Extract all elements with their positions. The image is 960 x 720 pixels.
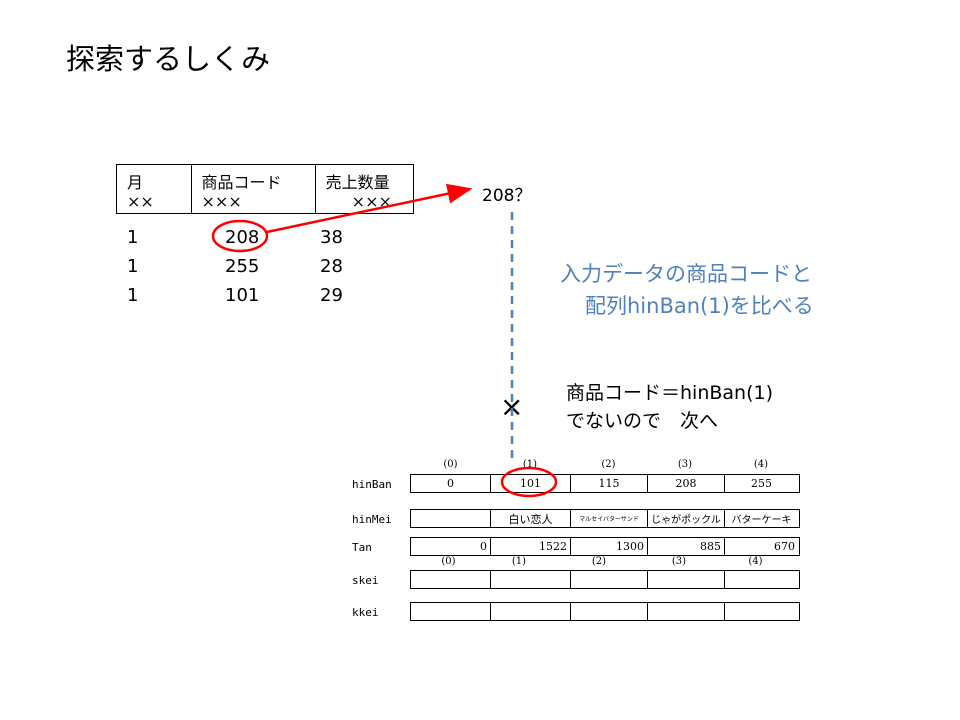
record-value: ××× [351, 192, 392, 211]
array-cell: 101 [491, 475, 571, 492]
array-index: (4) [748, 556, 763, 567]
array-cell: 1522 [491, 538, 571, 555]
page-title: 探索するしくみ [66, 42, 271, 76]
array-cell: 0 [411, 475, 491, 492]
row-qty: 38 [320, 227, 343, 248]
array-cell: 255 [751, 477, 772, 490]
array-index: (3) [677, 459, 693, 470]
array-index: (2) [601, 459, 616, 470]
row-code: 255 [225, 256, 260, 277]
compare-note-line1: 商品コード＝hinBan(1) [566, 382, 773, 404]
array-hinmei: 白い恋人 マルセイバターサンド じゃがポックル バターケーキ [410, 509, 800, 528]
array-kkei [410, 602, 800, 621]
array-hinban: 0 101 115 208 255 [410, 474, 800, 493]
array-cell: 670 [774, 540, 795, 553]
record-layout-table: 月 ×× 商品コード ××× 売上数量 ××× [116, 164, 414, 214]
array-index: (0) [441, 556, 456, 567]
array-label-kkei: kkei [352, 606, 379, 619]
compare-note-line2: でないので 次へ [566, 410, 719, 432]
array-cell: じゃがポックル [648, 510, 725, 527]
array-cell [411, 571, 491, 588]
query-label: 208？ [482, 186, 532, 206]
array-cell [491, 603, 571, 620]
blue-note-line1: 入力データの商品コードと [560, 262, 812, 286]
array-index: (4) [753, 459, 769, 470]
array-cell [491, 571, 571, 588]
row-code: 208 [225, 227, 260, 248]
array-cell: 1300 [571, 538, 648, 555]
record-header: 売上数量 [325, 173, 390, 192]
array-cell [411, 603, 491, 620]
row-qty: 28 [320, 256, 343, 277]
blue-note-line2: 配列hinBan(1)を比べる [585, 294, 814, 318]
record-header: 月 [127, 173, 144, 192]
array-index: (1) [511, 556, 527, 567]
array-indices-bottom: (0) (1) (2) (3) (4) [411, 556, 799, 567]
record-field-qty: 売上数量 ××× [316, 165, 413, 213]
array-cell: マルセイバターサンド [571, 510, 648, 527]
array-label-hinmei: hinMei [352, 513, 392, 526]
array-indices-top: (0) (1) (2) (3) (4) [411, 459, 799, 470]
row-month: 1 [127, 256, 139, 277]
record-value: ××× [201, 192, 242, 211]
array-tan: 0 1522 1300 885 670 [410, 537, 800, 556]
array-skei [410, 570, 800, 589]
array-cell [648, 603, 725, 620]
array-index: (1) [522, 459, 538, 470]
array-cell: 白い恋人 [491, 510, 571, 527]
array-index: (3) [671, 556, 687, 567]
row-qty: 29 [320, 285, 343, 306]
highlight-circle-array [500, 466, 558, 498]
row-code: 101 [225, 285, 260, 306]
array-label-tan: Tan [352, 541, 372, 554]
mismatch-mark-icon: × [500, 390, 524, 423]
row-month: 1 [127, 227, 139, 248]
array-index: (0) [443, 459, 458, 470]
array-cell: 885 [648, 538, 725, 555]
array-cell [571, 603, 648, 620]
array-cell: 208 [648, 475, 725, 492]
array-cell [571, 571, 648, 588]
array-cell: 0 [411, 538, 491, 555]
array-cell [411, 510, 491, 527]
array-cell: 115 [571, 475, 648, 492]
row-month: 1 [127, 285, 139, 306]
array-cell: バターケーキ [731, 515, 792, 526]
record-value: ×× [127, 192, 154, 211]
compare-arrow [266, 183, 473, 234]
highlight-circle-input [211, 219, 269, 253]
array-index: (2) [591, 556, 607, 567]
record-header: 商品コード [201, 173, 282, 192]
array-label-skei: skei [352, 574, 379, 587]
record-field-code: 商品コード ××× [192, 165, 316, 213]
array-label-hinban: hinBan [352, 478, 392, 491]
record-field-month: 月 ×× [117, 165, 192, 213]
array-cell [648, 571, 725, 588]
